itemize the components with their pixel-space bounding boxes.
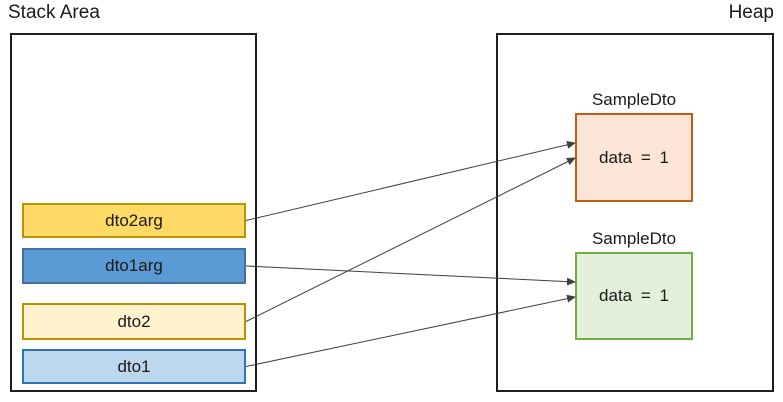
heap-title: Heap [728, 2, 774, 23]
heap-object-sampledto-2: data = 1 [575, 252, 693, 340]
heap-object-type-label: SampleDto [591, 229, 677, 248]
stack-variable-dto1arg: dto1arg [22, 248, 246, 284]
stack-variable-dto2: dto2 [22, 303, 246, 340]
heap-object-type-label: SampleDto [591, 90, 677, 109]
stack-variable-dto2arg: dto2arg [22, 203, 246, 238]
stack-variable-dto1: dto1 [22, 349, 246, 384]
stack-area-title: Stack Area [8, 2, 100, 23]
heap-object-sampledto-1: data = 1 [575, 113, 693, 202]
